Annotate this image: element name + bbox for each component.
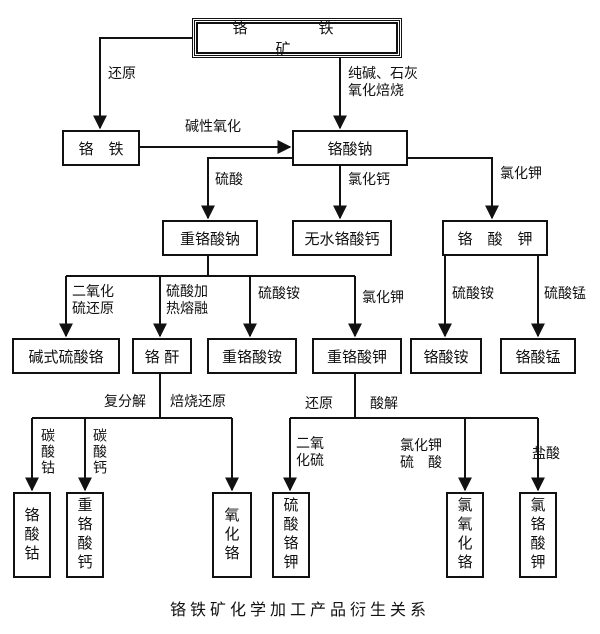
label-cobalt-carbonate: 碳酸钴 [39,428,55,476]
label-so2-reduction: 二氧化 硫还原 [72,284,114,317]
node-chromium-oxide: 氧化铬 [212,492,252,578]
node-chromium-potassium-sulfate: 硫酸铬钾 [272,492,310,578]
label-ammonium-sulfate-2: 硫酸铵 [452,286,494,302]
label-potassium-chloride-1: 氯化钾 [500,166,542,182]
node-ammonium-dichromate: 重铬酸铵 [207,338,297,374]
node-sodium-dichromate: 重铬酸钠 [162,220,258,256]
label-potassium-chloride-2: 氯化钾 [362,290,404,306]
label-sulfuric-heat-fusion: 硫酸加 热熔融 [166,284,208,317]
node-cobalt-chromate: 铬酸钴 [13,492,51,578]
label-reduction-2: 还原 [305,396,333,412]
node-basic-chromium-sulfate: 碱式硫酸铬 [12,338,120,374]
node-chromic-anhydride: 铬 酐 [132,338,192,374]
label-double-decomposition: 复分解 [104,394,146,410]
label-alkaline-oxidation: 碱性氧化 [185,119,241,135]
label-hydrochloric-acid: 盐酸 [532,446,560,462]
node-manganese-chromate: 铬酸锰 [500,338,576,374]
label-calcium-carbonate: 碳酸钙 [91,428,107,476]
label-roast-reduction: 焙烧还原 [170,394,226,410]
label-soda-lime-roast: 纯碱、石灰 氧化焙烧 [348,66,418,99]
node-potassium-chromate: 铬 酸 钾 [442,220,548,256]
figure-caption: 铬铁矿化学加工产品衍生关系 [169,600,430,619]
arrow-to-potassium-chromate [408,157,499,220]
label-sulfur-dioxide: 二氧 化硫 [296,436,324,469]
label-calcium-chloride: 氯化钙 [348,172,390,188]
label-sulfuric-acid: 硫酸 [215,172,243,188]
label-ammonium-sulfate-1: 硫酸铵 [258,286,300,302]
node-ferrochrome: 铬 铁 [62,130,140,166]
node-sodium-chromate: 铬酸钠 [292,130,408,166]
node-ammonium-chromate: 铬酸铵 [410,338,482,374]
node-potassium-chlorochromate: 氯氧化铬 [446,492,484,578]
node-potassium-dichromate: 重铬酸钾 [312,338,402,374]
node-calcium-dichromate: 重铬酸钙 [66,492,104,578]
label-manganese-sulfate: 硫酸锰 [544,286,586,302]
label-reduction: 还原 [108,66,136,82]
node-chromyl-chloride: 氯铬酸钾 [519,492,557,578]
label-kcl-sulfuric: 氯化钾 硫 酸 [400,438,442,471]
node-anhydrous-calcium-chromate: 无水铬酸钙 [292,220,392,256]
arrow-chromite-ferrochrome [93,37,192,130]
label-acidolysis: 酸解 [370,396,398,412]
node-chromite: 铬 铁 矿 [192,18,402,58]
arrow-to-sodium-dichromate [201,157,292,220]
